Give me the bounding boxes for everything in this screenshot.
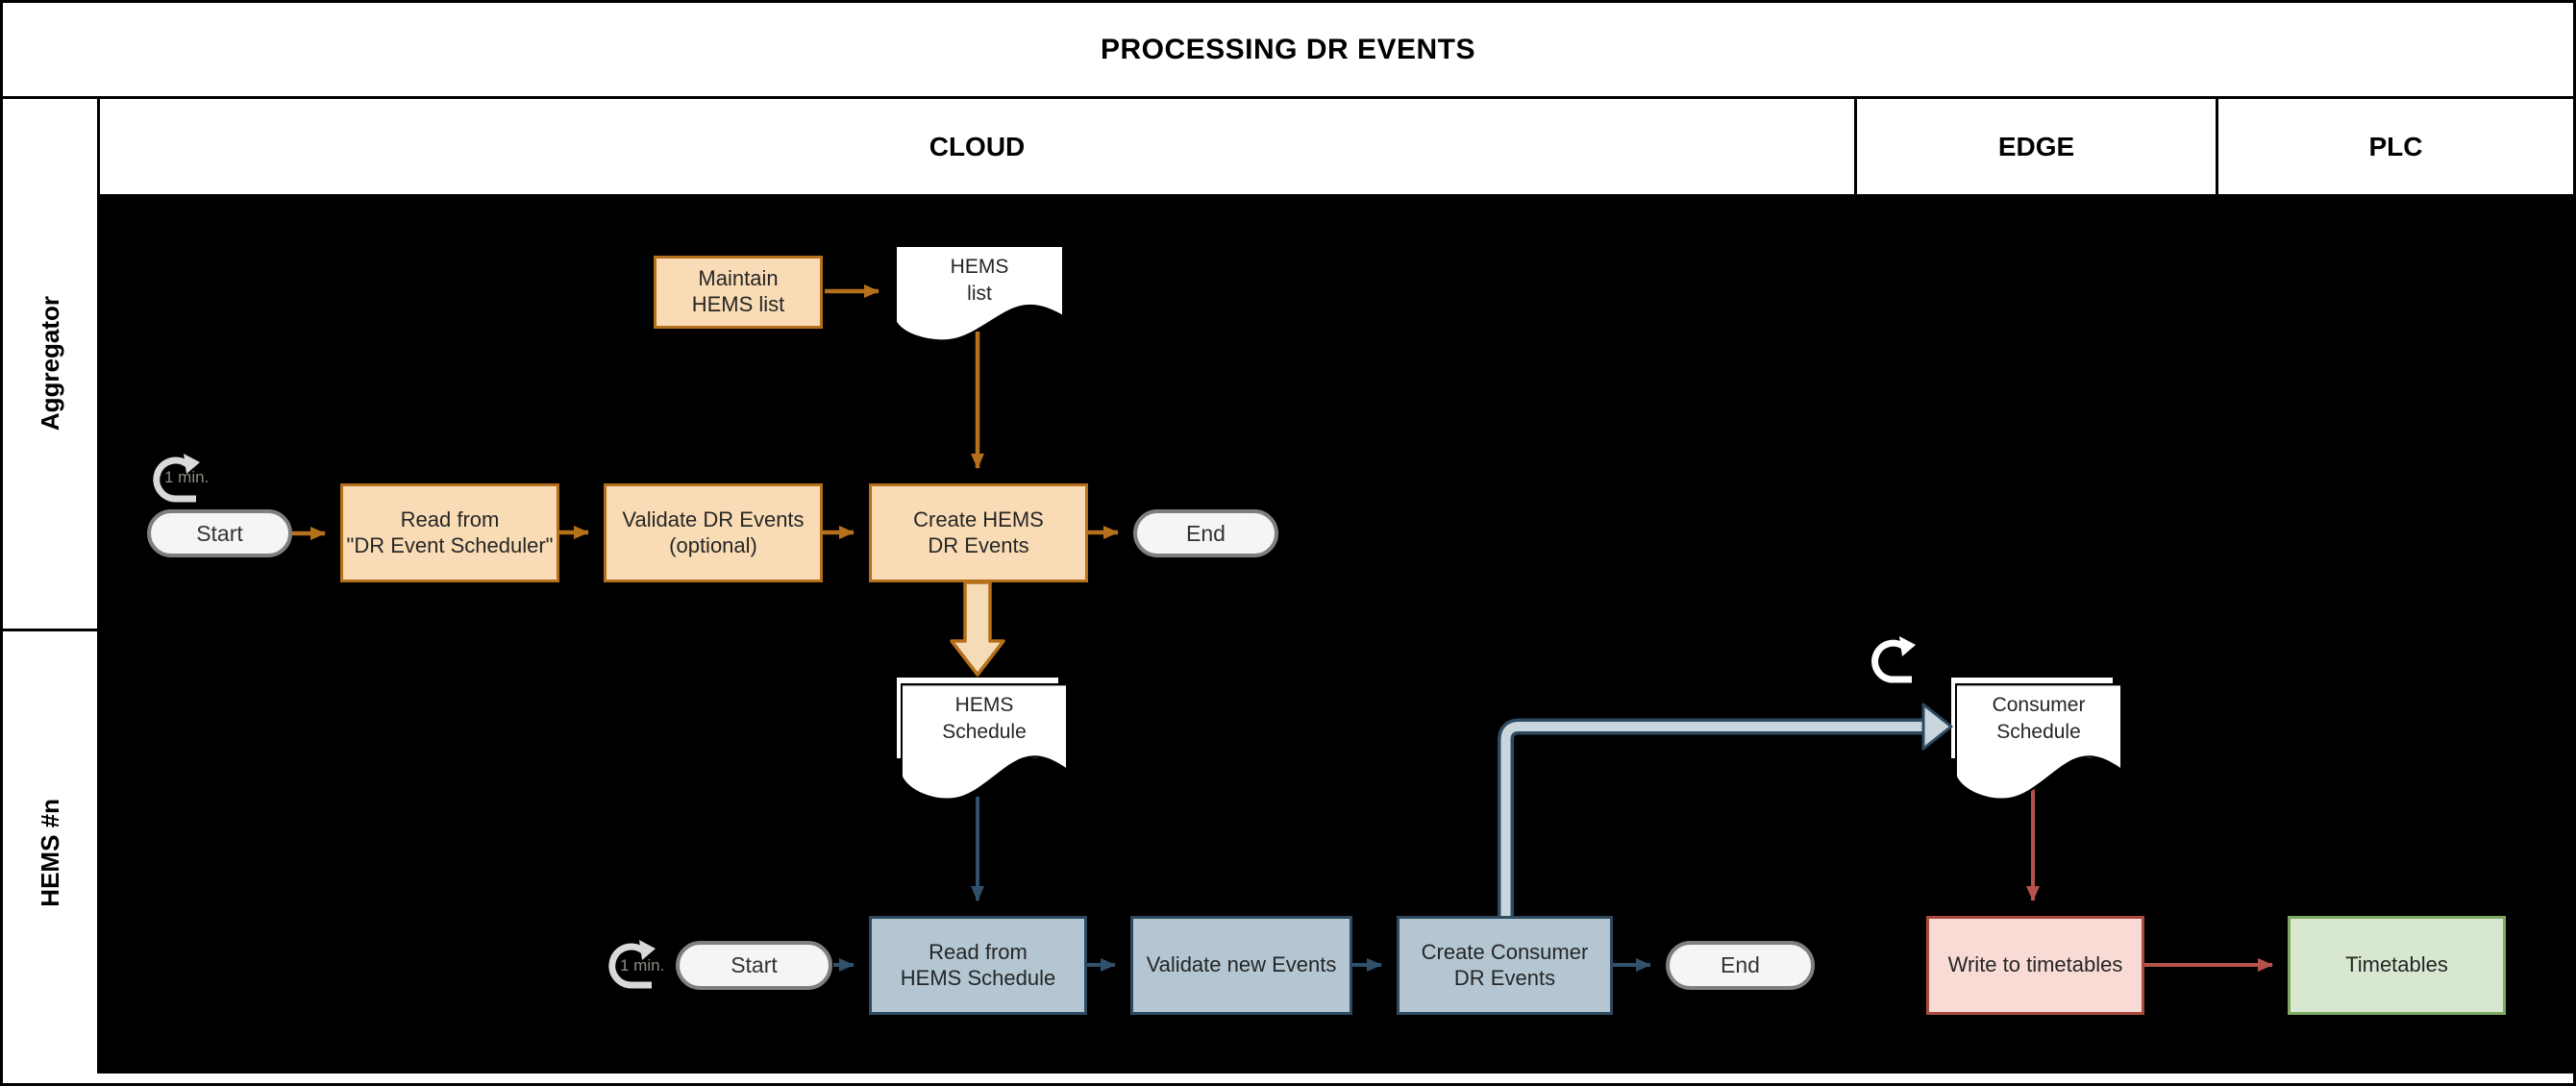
document-shape	[1955, 683, 2122, 801]
end-event-aggregator: End	[1133, 509, 1278, 557]
timer-label-aggregator: 1 min.	[164, 468, 210, 486]
loop-icon-edge	[1871, 636, 1916, 683]
document-consumer-schedule: Consumer Schedule	[1955, 683, 2122, 802]
document-hems-schedule: HEMS Schedule	[901, 683, 1068, 802]
column-header-edge-text: EDGE	[1997, 131, 2075, 161]
task-maintain-hems-list: Maintain HEMS list	[654, 256, 823, 329]
column-header-cloud: CLOUD	[97, 99, 1854, 194]
lane-header-aggregator: Aggregator	[3, 99, 100, 629]
document-consumer-schedule-label: Consumer Schedule	[1992, 694, 2086, 743]
diagram-title: PROCESSING DR EVENTS	[3, 3, 2573, 99]
start-event-hems: Start	[676, 941, 832, 990]
task-validate-new-events: Validate new Events	[1130, 916, 1352, 1015]
document-shape	[895, 245, 1064, 342]
column-header-cloud-text: CLOUD	[929, 131, 1026, 161]
end-event-hems: End	[1666, 941, 1815, 990]
document-hems-list: HEMS list	[895, 245, 1064, 343]
diagram-title-text: PROCESSING DR EVENTS	[1100, 33, 1476, 65]
task-write-to-timetables: Write to timetables	[1926, 916, 2144, 1015]
task-maintain-line1: Maintain	[698, 266, 779, 291]
task-timetables: Timetables	[2288, 916, 2506, 1015]
task-read-dr-event-scheduler: Read from "DR Event Scheduler"	[340, 483, 559, 582]
document-hems-list-label: HEMS list	[950, 256, 1009, 305]
document-hems-schedule-label: HEMS Schedule	[942, 694, 1027, 743]
column-header-plc-text: PLC	[2368, 131, 2423, 161]
task-create-consumer-dr-events: Create Consumer DR Events	[1397, 916, 1613, 1015]
lane-header-hems: HEMS #n	[3, 629, 100, 1074]
task-maintain-line2: HEMS list	[691, 292, 785, 316]
timer-loop-icon	[608, 940, 656, 989]
task-create-hems-dr-events: Create HEMS DR Events	[869, 483, 1088, 582]
task-validate-dr-events: Validate DR Events (optional)	[604, 483, 823, 582]
column-header-edge: EDGE	[1854, 99, 2216, 194]
lane-header-hems-text: HEMS #n	[35, 798, 64, 907]
document-shape	[901, 683, 1068, 801]
task-read-hems-schedule: Read from HEMS Schedule	[869, 916, 1087, 1015]
column-header-plc: PLC	[2216, 99, 2573, 194]
start-event-aggregator: Start	[147, 509, 292, 557]
timer-loop-icon	[153, 454, 200, 503]
timer-label-hems: 1 min.	[620, 956, 665, 975]
lane-header-aggregator-text: Aggregator	[35, 296, 64, 432]
